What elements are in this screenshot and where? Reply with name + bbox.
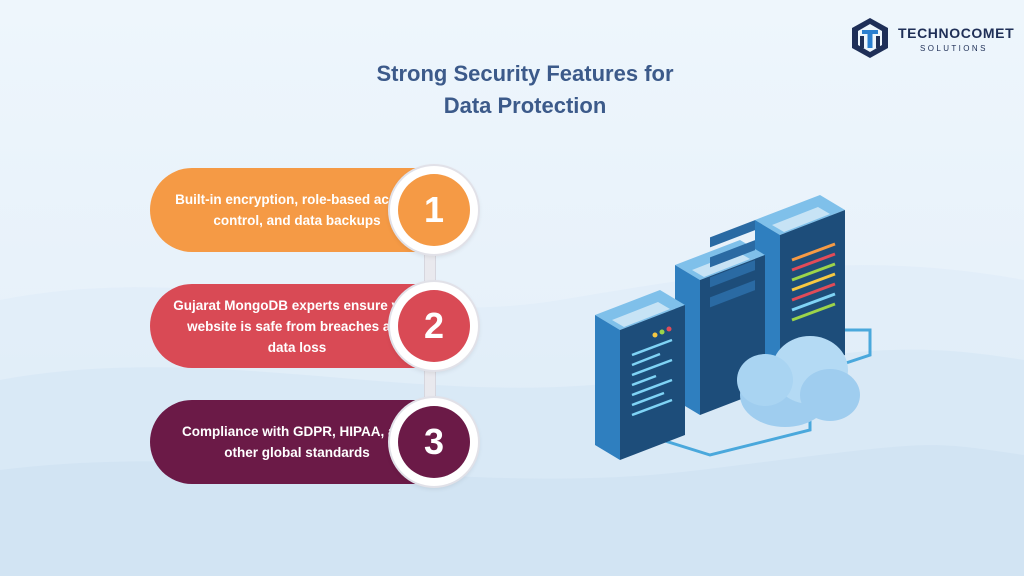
server-cloud-illustration	[595, 195, 872, 460]
step-text-3: Compliance with GDPR, HIPAA, and other g…	[181, 424, 413, 460]
cloud-icon	[737, 336, 860, 427]
page-title-line-2: Data Protection	[443, 93, 607, 118]
server-rack-icon	[675, 220, 765, 415]
page-title-line-1: Strong Security Features for	[376, 61, 674, 86]
step-item-3: Compliance with GDPR, HIPAA, and other g…	[150, 398, 486, 486]
technocomet-logo-icon	[852, 18, 888, 58]
brand-logo: TECHNOCOMET SOLUTIONS	[848, 16, 1014, 60]
brand-tagline: SOLUTIONS	[920, 44, 988, 53]
step-text-2: Gujarat MongoDB experts ensure your webs…	[173, 297, 421, 355]
step-item-2: Gujarat MongoDB experts ensure your webs…	[150, 282, 486, 370]
server-rack-icon	[755, 195, 845, 380]
step-text-1: Built-in encryption, role-based access c…	[175, 192, 419, 228]
server-rack-icon	[595, 290, 685, 460]
step-number-badge-3: 3	[398, 406, 470, 478]
step-badge-ring-2: 2	[390, 282, 478, 370]
step-badge-ring-1: 1	[390, 166, 478, 254]
step-number-badge-1: 1	[398, 174, 470, 246]
step-item-1: Built-in encryption, role-based access c…	[150, 166, 486, 254]
brand-name: TECHNOCOMET	[898, 25, 1015, 41]
step-number-badge-2: 2	[398, 290, 470, 362]
page-title: Strong Security Features for Data Protec…	[300, 58, 750, 122]
step-badge-ring-3: 3	[390, 398, 478, 486]
